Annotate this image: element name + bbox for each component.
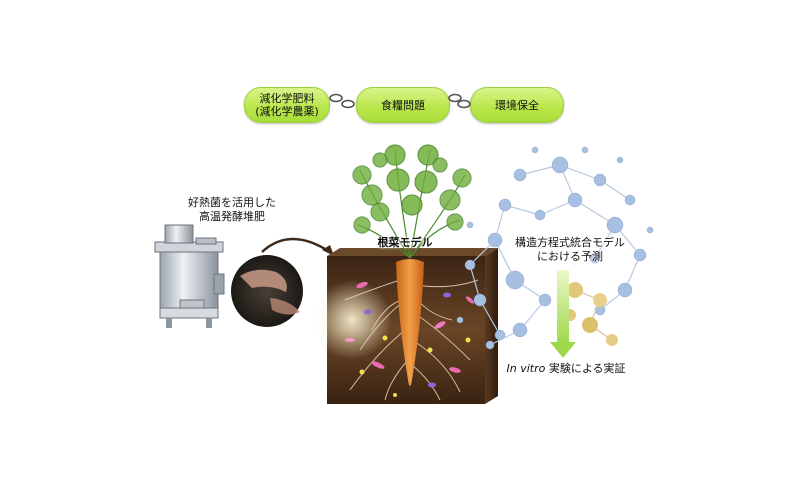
- in-vitro-validation-label: In vitro 実験による実証: [506, 362, 626, 376]
- in-vitro-italic: In vitro: [506, 362, 546, 375]
- pill-food-problem: 食糧問題: [356, 87, 450, 123]
- root-vegetable-model-label: 根菜モデル: [377, 236, 433, 249]
- soil-microbes: [345, 281, 475, 397]
- compost-label-line1: 好熱菌を活用した: [188, 196, 276, 209]
- pill-food-problem-label: 食糧問題: [381, 98, 425, 112]
- molecule-cluster-gold: [564, 282, 618, 346]
- carrot-root: [396, 259, 424, 386]
- sem-prediction-line2: における予測: [537, 250, 603, 263]
- pill-reduced-chemicals-line2: (減化学農薬): [255, 105, 319, 118]
- sem-prediction-label: 構造方程式統合モデル における予測: [510, 236, 630, 264]
- sem-prediction-line1: 構造方程式統合モデル: [515, 236, 625, 249]
- compost-machine-illustration: [154, 224, 225, 328]
- chain-link-left: [329, 93, 355, 109]
- in-vitro-rest: 実験による実証: [545, 362, 626, 375]
- pill-environment-label: 環境保全: [495, 98, 539, 112]
- carrot-leaves: [352, 144, 472, 259]
- compost-label: 好熱菌を活用した 高温発酵堆肥: [182, 196, 282, 224]
- pill-reduced-chemicals: 減化学肥料 (減化学農薬): [244, 87, 330, 123]
- arrow-compost-to-soil-head: [322, 245, 334, 256]
- arrow-compost-to-soil: [261, 237, 331, 254]
- chain-link-right: [448, 93, 471, 109]
- compost-photo: [231, 255, 303, 327]
- pill-reduced-chemicals-line1: 減化学肥料: [259, 92, 315, 105]
- arrow-prediction-to-validation: [550, 270, 576, 358]
- molecule-atoms-blue: [456, 146, 654, 350]
- pill-environment: 環境保全: [470, 87, 564, 123]
- compost-label-line2: 高温発酵堆肥: [199, 210, 265, 223]
